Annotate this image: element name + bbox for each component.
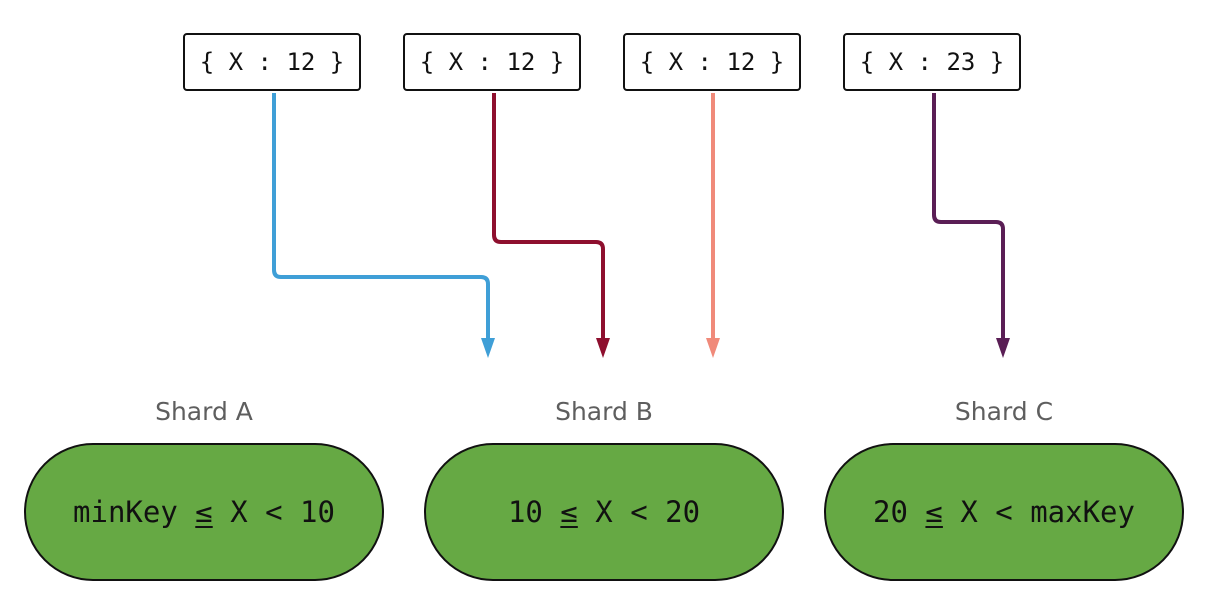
shard-b-range: 10 ≤ X < 20 — [424, 443, 784, 581]
arrowhead-1 — [481, 338, 495, 358]
arrowhead-4 — [996, 338, 1010, 358]
range-right: X < maxKey — [942, 495, 1135, 529]
range-operator: ≤ — [925, 495, 943, 529]
arrowhead-2 — [596, 338, 610, 358]
shard-a-label: Shard A — [155, 397, 253, 426]
route-arrow-4 — [932, 93, 1005, 340]
shard-b-label: Shard B — [555, 397, 653, 426]
range-left: 20 — [873, 495, 926, 529]
document-box: { X : 12 } — [183, 33, 361, 91]
document-box: { X : 12 } — [403, 33, 581, 91]
range-right: X < 20 — [577, 495, 701, 529]
range-operator: ≤ — [195, 495, 213, 529]
shard-c-label: Shard C — [954, 397, 1054, 426]
range-left: 10 — [507, 495, 561, 529]
route-arrow-1 — [272, 93, 490, 340]
document-box: { X : 12 } — [623, 33, 801, 91]
shard-c-range: 20 ≤ X < maxKey — [824, 443, 1184, 581]
range-right: X < 10 — [212, 495, 335, 529]
shard-a-range: minKey ≤ X < 10 — [24, 443, 384, 581]
route-arrow-2 — [492, 93, 605, 340]
range-operator: ≤ — [560, 495, 578, 529]
range-left: minKey — [73, 495, 196, 529]
arrowhead-3 — [706, 338, 720, 358]
document-box: { X : 23 } — [843, 33, 1021, 91]
